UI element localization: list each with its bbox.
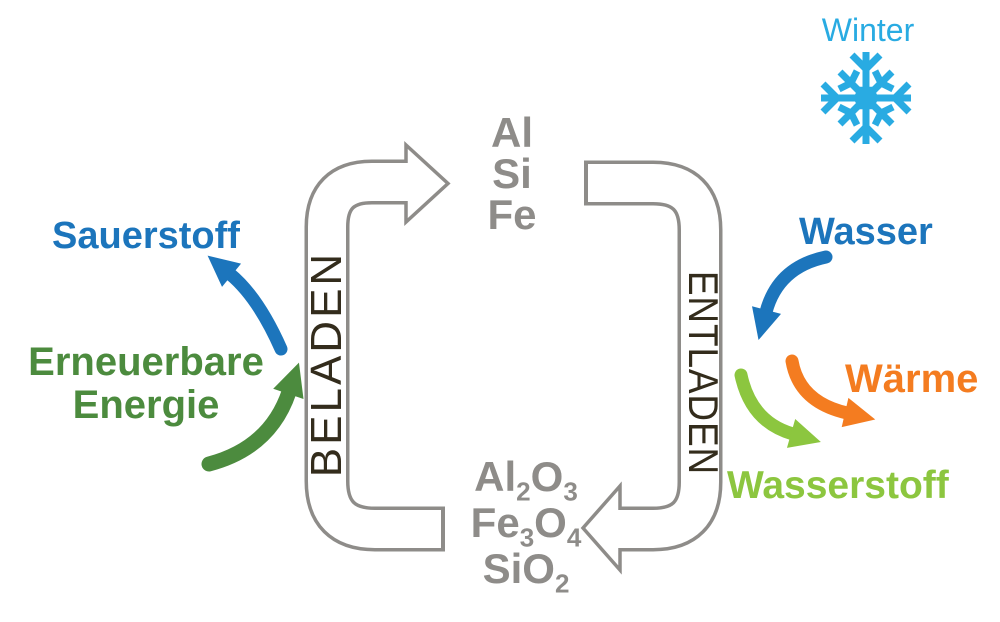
renewable-energy-line2: Energie xyxy=(72,383,220,427)
snowflake-icon xyxy=(820,52,912,144)
renewable-energy-label: Erneuerbare Energie xyxy=(0,341,292,427)
discharge-label: ENTLADEN xyxy=(680,270,727,476)
species-al: Al xyxy=(491,109,533,156)
charge-label: BELADEN xyxy=(302,250,351,478)
discharge-tube-arrow xyxy=(580,160,723,575)
renewable-energy-arrow xyxy=(201,362,304,472)
species-si: Si xyxy=(492,150,532,197)
species-formula: Al2O3 xyxy=(474,453,578,507)
species-fe: Fe xyxy=(487,191,537,238)
species-formula: SiO2 xyxy=(482,545,570,599)
water-arrow xyxy=(752,250,833,341)
renewable-energy-line1: Erneuerbare xyxy=(28,340,264,384)
oxygen-arrow xyxy=(207,255,288,356)
heat-arrow xyxy=(785,354,876,428)
oxygen-label: Sauerstoff xyxy=(52,215,240,257)
hydrogen-arrow xyxy=(734,368,821,448)
species-formula: Fe3O4 xyxy=(470,499,582,553)
reduced-species-list: Al Si Fe xyxy=(427,109,597,238)
hydrogen-label: Wasserstoff xyxy=(727,464,949,507)
heat-label: Wärme xyxy=(845,357,979,401)
winter-label: Winter xyxy=(821,12,915,48)
water-label: Wasser xyxy=(799,211,933,253)
charge-tube-arrow xyxy=(304,141,451,552)
